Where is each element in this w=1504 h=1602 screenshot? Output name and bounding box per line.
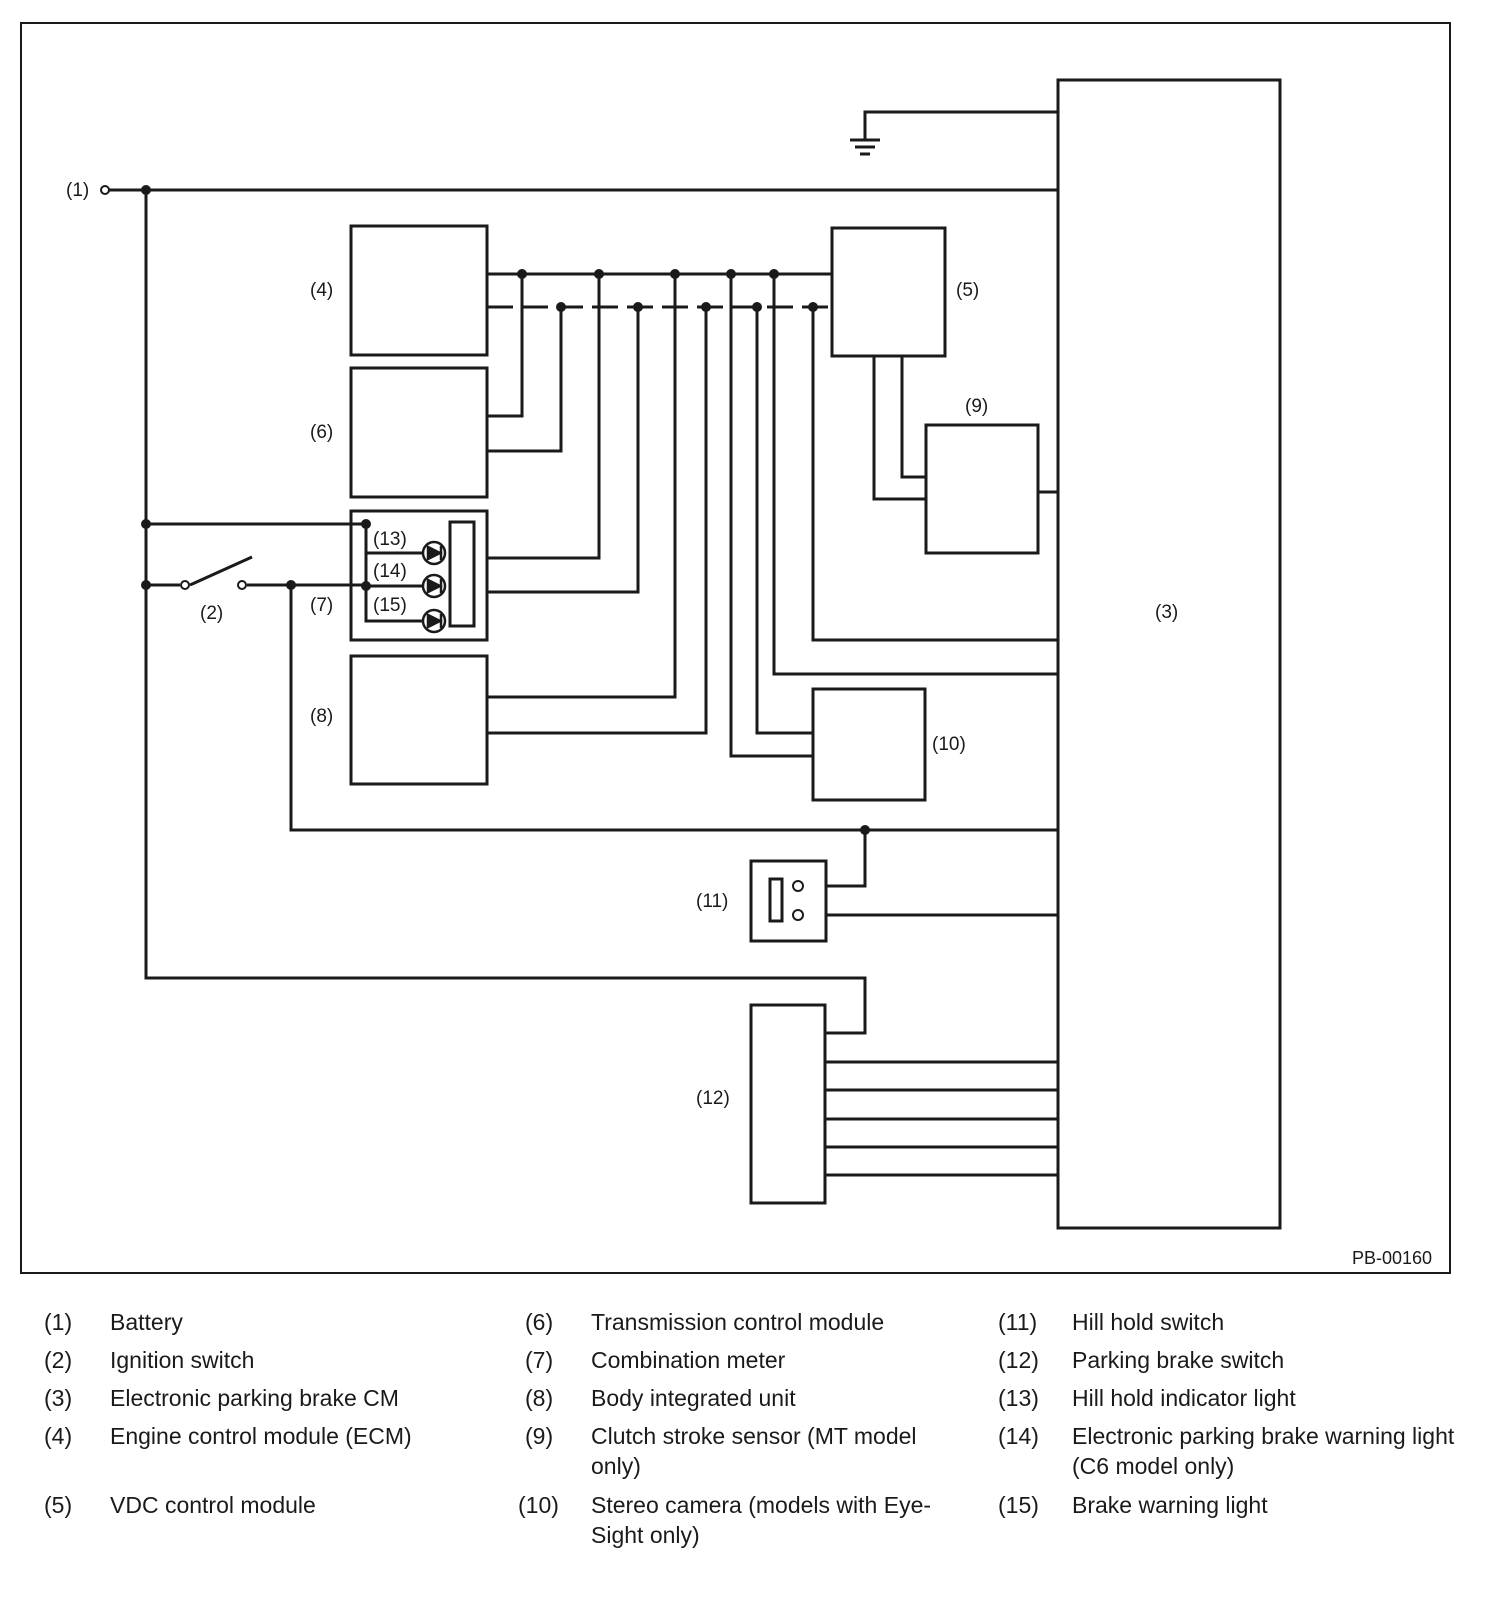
camera-can-low [755,307,813,735]
ignition-switch-blade [189,555,253,587]
component-8-box [349,654,489,786]
battery-vertical-wire [144,190,867,1035]
battery-terminal-icon [100,185,110,195]
ignition-contact-1-icon [180,580,190,590]
callout-10: (10) [932,734,966,755]
callout-6: (6) [310,422,333,443]
indicator-lamp-14-icon [421,573,447,599]
component-6-box [349,366,489,499]
indicator-lamp-15-icon [421,608,447,634]
callout-4: (4) [310,280,333,301]
callout-2: (2) [200,603,223,624]
ignition-drop-wire [289,585,1058,832]
meter-terminal-block [448,520,476,628]
vdc-clutch-wire-2 [900,356,926,479]
component-4-box [349,224,489,357]
tcm-can-low [487,307,563,453]
pbs-wires [825,1060,1058,1177]
hill-hold-contact-2-icon [792,909,804,921]
component-5-box [830,226,947,358]
callout-7: (7) [310,595,333,616]
ignition-contact-2-icon [237,580,247,590]
tcm-can-high [487,274,524,418]
callout-15: (15) [373,595,407,616]
callout-13: (13) [373,529,407,550]
meter-can-high [487,274,601,560]
junction-dots [141,185,870,835]
callout-14: (14) [373,561,407,582]
component-12-box [749,1003,827,1205]
component-11-box [749,859,828,943]
biu-can-high [487,274,677,699]
vdc-clutch-wire-1 [872,356,926,501]
callout-5: (5) [956,280,979,301]
meter-can-low [487,307,640,594]
hill-hold-contact-1-icon [792,880,804,892]
diagram-frame [20,22,1451,1274]
callout-12: (12) [696,1088,730,1109]
camera-can-high [729,274,813,758]
callout-8: (8) [310,706,333,727]
indicator-lamp-13-icon [421,540,447,566]
callout-9: (9) [965,396,988,417]
epb-can-low [811,307,1058,642]
callout-3: (3) [1155,602,1178,623]
biu-can-low [487,307,708,735]
ground-symbol [850,110,1058,156]
component-10-box [811,687,927,802]
component-9-box [924,423,1040,555]
hill-hold-feed-wire [825,830,867,888]
hill-hold-switch-element [768,877,784,923]
callout-1: (1) [66,180,89,201]
figure-code: PB-00160 [1352,1248,1432,1268]
component-7-box [349,509,489,642]
epb-can-high [772,274,1058,676]
component-3-box [1056,78,1282,1230]
callout-11: (11) [696,891,728,912]
